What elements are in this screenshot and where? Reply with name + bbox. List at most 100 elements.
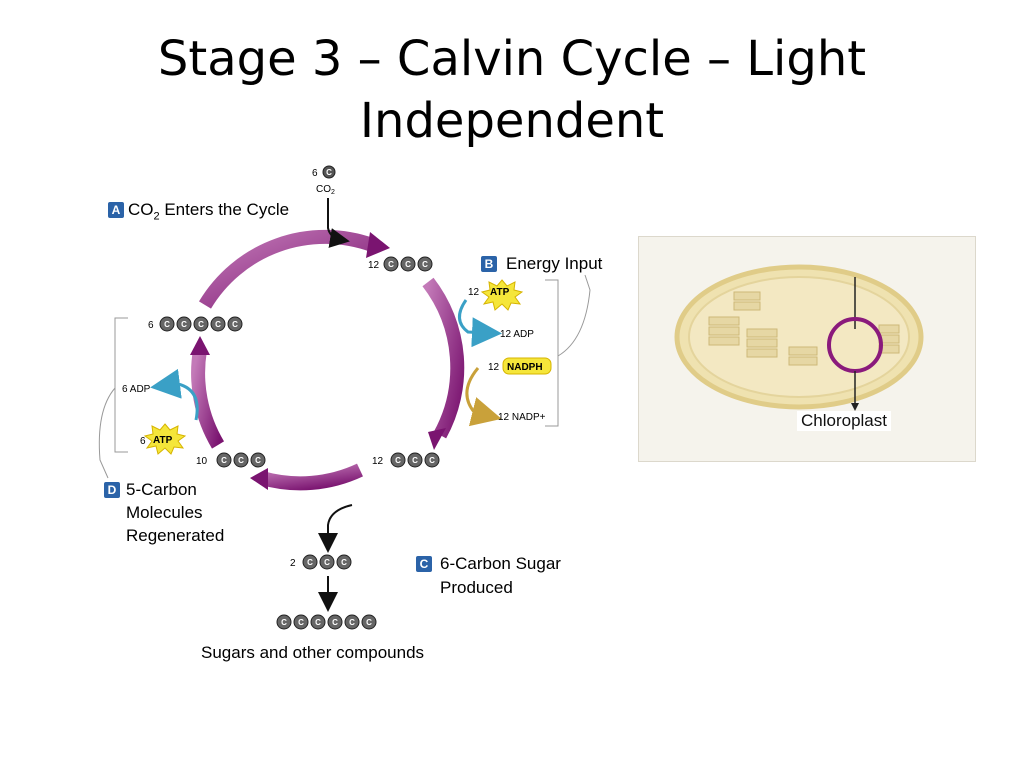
- carbon-atom: [276, 614, 292, 630]
- carbon-glyph: C: [388, 260, 394, 269]
- step-c-badge: C: [416, 556, 432, 572]
- regeneration-input: 6 ADP 6 ATP: [98, 317, 199, 479]
- carbon-atom: [176, 316, 192, 332]
- step-d-badge: D: [104, 482, 120, 498]
- cycle-arc-bottom: [260, 463, 363, 491]
- carbon-atom: [361, 614, 377, 630]
- sugars-label: Sugars and other compounds: [201, 643, 425, 662]
- carbon-atom: [417, 256, 433, 272]
- nadph-label: NADPH: [507, 362, 543, 373]
- energy-bracket: [545, 279, 559, 427]
- output-arrow-1: [318, 504, 353, 553]
- step-a-label: CO2 Enters the Cycle: [128, 200, 290, 223]
- cycle-arrowhead-right: [428, 428, 446, 450]
- carbon-atom: [250, 452, 266, 468]
- carbon-glyph: C: [298, 618, 304, 627]
- chloroplast-inset: Chloroplast: [638, 236, 976, 462]
- carbon-glyph: C: [281, 618, 287, 627]
- atp-left-starburst: [143, 423, 187, 455]
- co2-label: CO2: [316, 184, 335, 196]
- nadph-count: 12: [488, 362, 500, 373]
- atp-starburst: [480, 279, 524, 311]
- recycle-molecules: 10 C C C: [196, 452, 266, 468]
- energy-leader: [557, 274, 591, 357]
- thylakoid-stacks: [708, 291, 900, 366]
- carbon-glyph: C: [164, 320, 170, 329]
- carbon-atom: [216, 452, 232, 468]
- cycle-arc-top: [198, 229, 375, 309]
- carbon-glyph: C: [215, 320, 221, 329]
- g3p-molecules: 12 C C C: [372, 452, 440, 468]
- atp-left-label: ATP: [153, 435, 173, 446]
- atp-in-count: 12: [468, 287, 480, 298]
- carbon-atom: [310, 614, 326, 630]
- step-a-badge: A: [108, 202, 124, 218]
- carbon-glyph: C: [232, 320, 238, 329]
- carbon-atom: [407, 452, 423, 468]
- nadph-badge: [502, 357, 552, 375]
- adp-left-arrow: [150, 368, 199, 421]
- pga-count: 12: [368, 260, 380, 271]
- carbon-glyph: C: [395, 456, 401, 465]
- carbon-glyph: C: [349, 618, 355, 627]
- carbon-atom: [193, 316, 209, 332]
- atp-left-count: 6: [140, 436, 146, 447]
- carbon-glyph: C: [412, 456, 418, 465]
- nadp-arrow: [465, 367, 502, 427]
- atp-in-label: ATP: [490, 287, 510, 298]
- energy-input: 12 ATP 12 ADP 12 NADPH 12 NADP+: [458, 274, 591, 427]
- rubp-count: 6: [148, 320, 154, 331]
- pga-molecules: 12 C C C: [368, 256, 433, 272]
- carbon-atom: [400, 256, 416, 272]
- carbon-atom: [344, 614, 360, 630]
- cycle-arrowhead-top: [366, 232, 390, 258]
- cycle-arc-left: [191, 348, 225, 449]
- carbon-atom: [227, 316, 243, 332]
- chloroplast-illustration: [674, 264, 924, 411]
- chloroplast-output-arrow: [851, 403, 859, 411]
- carbon-glyph: C: [332, 618, 338, 627]
- carbon-atom: [159, 316, 175, 332]
- rubp-molecules: 6 C C C C C: [148, 316, 243, 332]
- regen-bracket: [114, 317, 128, 453]
- carbon-glyph: C: [341, 558, 347, 567]
- carbon-glyph: C: [405, 260, 411, 269]
- carbon-glyph: C: [422, 260, 428, 269]
- carbon-atom: [319, 554, 335, 570]
- co2-arrow: [327, 198, 350, 248]
- adp-arrow: [458, 299, 502, 348]
- carbon-glyph: C: [307, 558, 313, 567]
- nadp-out-label: 12 NADP+: [498, 412, 546, 423]
- step-b-label: Energy Input: [506, 254, 603, 273]
- carbon-atom: [210, 316, 226, 332]
- recycle-count: 10: [196, 456, 208, 467]
- step-d-label-line3: Regenerated: [126, 526, 225, 545]
- co2-carbon: [322, 165, 336, 179]
- adp-out-label: 12 ADP: [500, 329, 534, 340]
- step-c-label-line1: 6-Carbon Sugar: [440, 554, 561, 573]
- g3p-count: 12: [372, 456, 384, 467]
- cycle-arrowhead-left: [190, 336, 210, 355]
- cycle-ring: [190, 229, 465, 491]
- carbon-glyph: C: [198, 320, 204, 329]
- carbon-glyph: C: [255, 456, 261, 465]
- slide-title: Stage 3 – Calvin Cycle – Light Independe…: [157, 31, 867, 149]
- step-b-badge: B: [481, 256, 497, 272]
- carbon-glyph: C: [181, 320, 187, 329]
- carbon-atom: [233, 452, 249, 468]
- chloroplast-label: Chloroplast: [797, 411, 891, 431]
- co2-input: 6 C CO2: [312, 165, 350, 248]
- carbon-atom: [302, 554, 318, 570]
- carbon-atom: [383, 256, 399, 272]
- carbon-glyph: C: [238, 456, 244, 465]
- carbon-glyph: C: [315, 618, 321, 627]
- carbon-atom: [293, 614, 309, 630]
- out-count: 2: [290, 558, 296, 569]
- carbon-glyph: C: [429, 456, 435, 465]
- carbon-glyph: C: [366, 618, 372, 627]
- carbon-glyph: C: [221, 456, 227, 465]
- carbon-atom: [336, 554, 352, 570]
- sugar-output: 2 C C C C C C C C C: [276, 504, 377, 630]
- carbon-glyph: C: [326, 168, 332, 177]
